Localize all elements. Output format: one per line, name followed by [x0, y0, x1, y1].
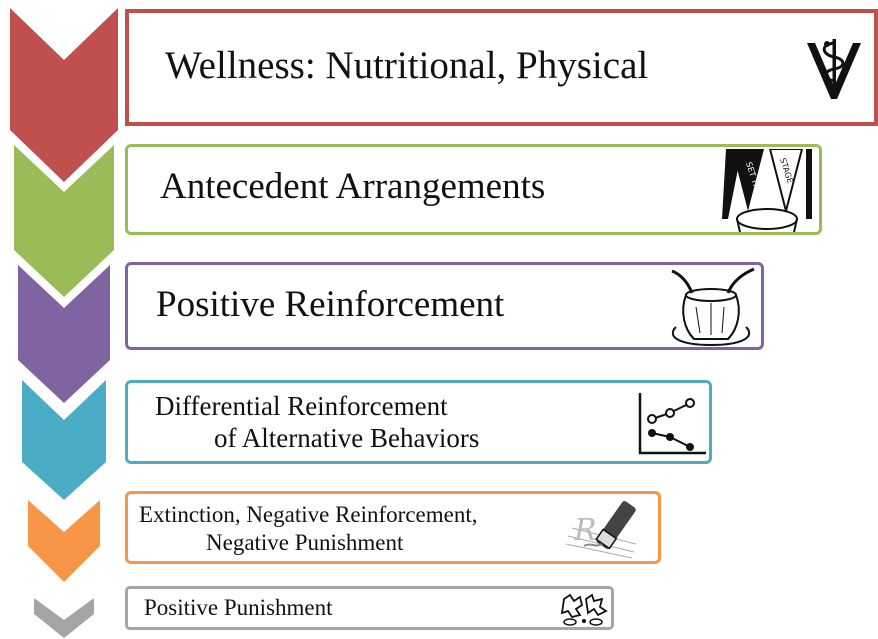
- level-box-positive-punishment: Positive Punishment: [125, 586, 614, 630]
- level-label-line1: Differential Reinforcement: [155, 391, 448, 421]
- level-box-antecedent: Antecedent Arrangements SET THE STAGE: [125, 144, 822, 235]
- level-box-extinction: Extinction, Negative Reinforcement, Nega…: [125, 491, 661, 564]
- chevron-wellness: [10, 8, 118, 182]
- cursing-symbols-icon: [560, 593, 608, 626]
- chevron-differential: [22, 380, 106, 500]
- level-box-differential: Differential Reinforcement of Alternativ…: [125, 380, 712, 464]
- caduceus-v-icon: [807, 39, 861, 99]
- level-box-positive-reinforcement: Positive Reinforcement: [125, 262, 764, 350]
- chevron-extinction: [28, 500, 100, 582]
- pottery-hands-icon: [671, 267, 755, 347]
- level-label: Positive Punishment: [144, 595, 333, 620]
- chevron-positive-punishment: [34, 598, 94, 638]
- chevron-column: [10, 8, 118, 638]
- set-the-stage-icon: SET THE STAGE: [722, 149, 812, 232]
- eraser-pencil-icon: R: [565, 501, 637, 559]
- level-label: Antecedent Arrangements: [160, 166, 546, 207]
- svg-text:R: R: [573, 513, 597, 548]
- line-graph-icon: [638, 393, 706, 455]
- level-label: Wellness: Nutritional, Physical: [165, 44, 649, 87]
- chevron-antecedent: [14, 145, 114, 297]
- level-label-line2: of Alternative Behaviors: [214, 423, 480, 453]
- level-label: Positive Reinforcement: [156, 284, 505, 325]
- level-label-line1: Extinction, Negative Reinforcement,: [139, 502, 478, 527]
- level-label-line2: Negative Punishment: [206, 530, 404, 555]
- level-box-wellness: Wellness: Nutritional, Physical: [125, 9, 878, 126]
- chevron-positive-reinforcement: [18, 265, 110, 403]
